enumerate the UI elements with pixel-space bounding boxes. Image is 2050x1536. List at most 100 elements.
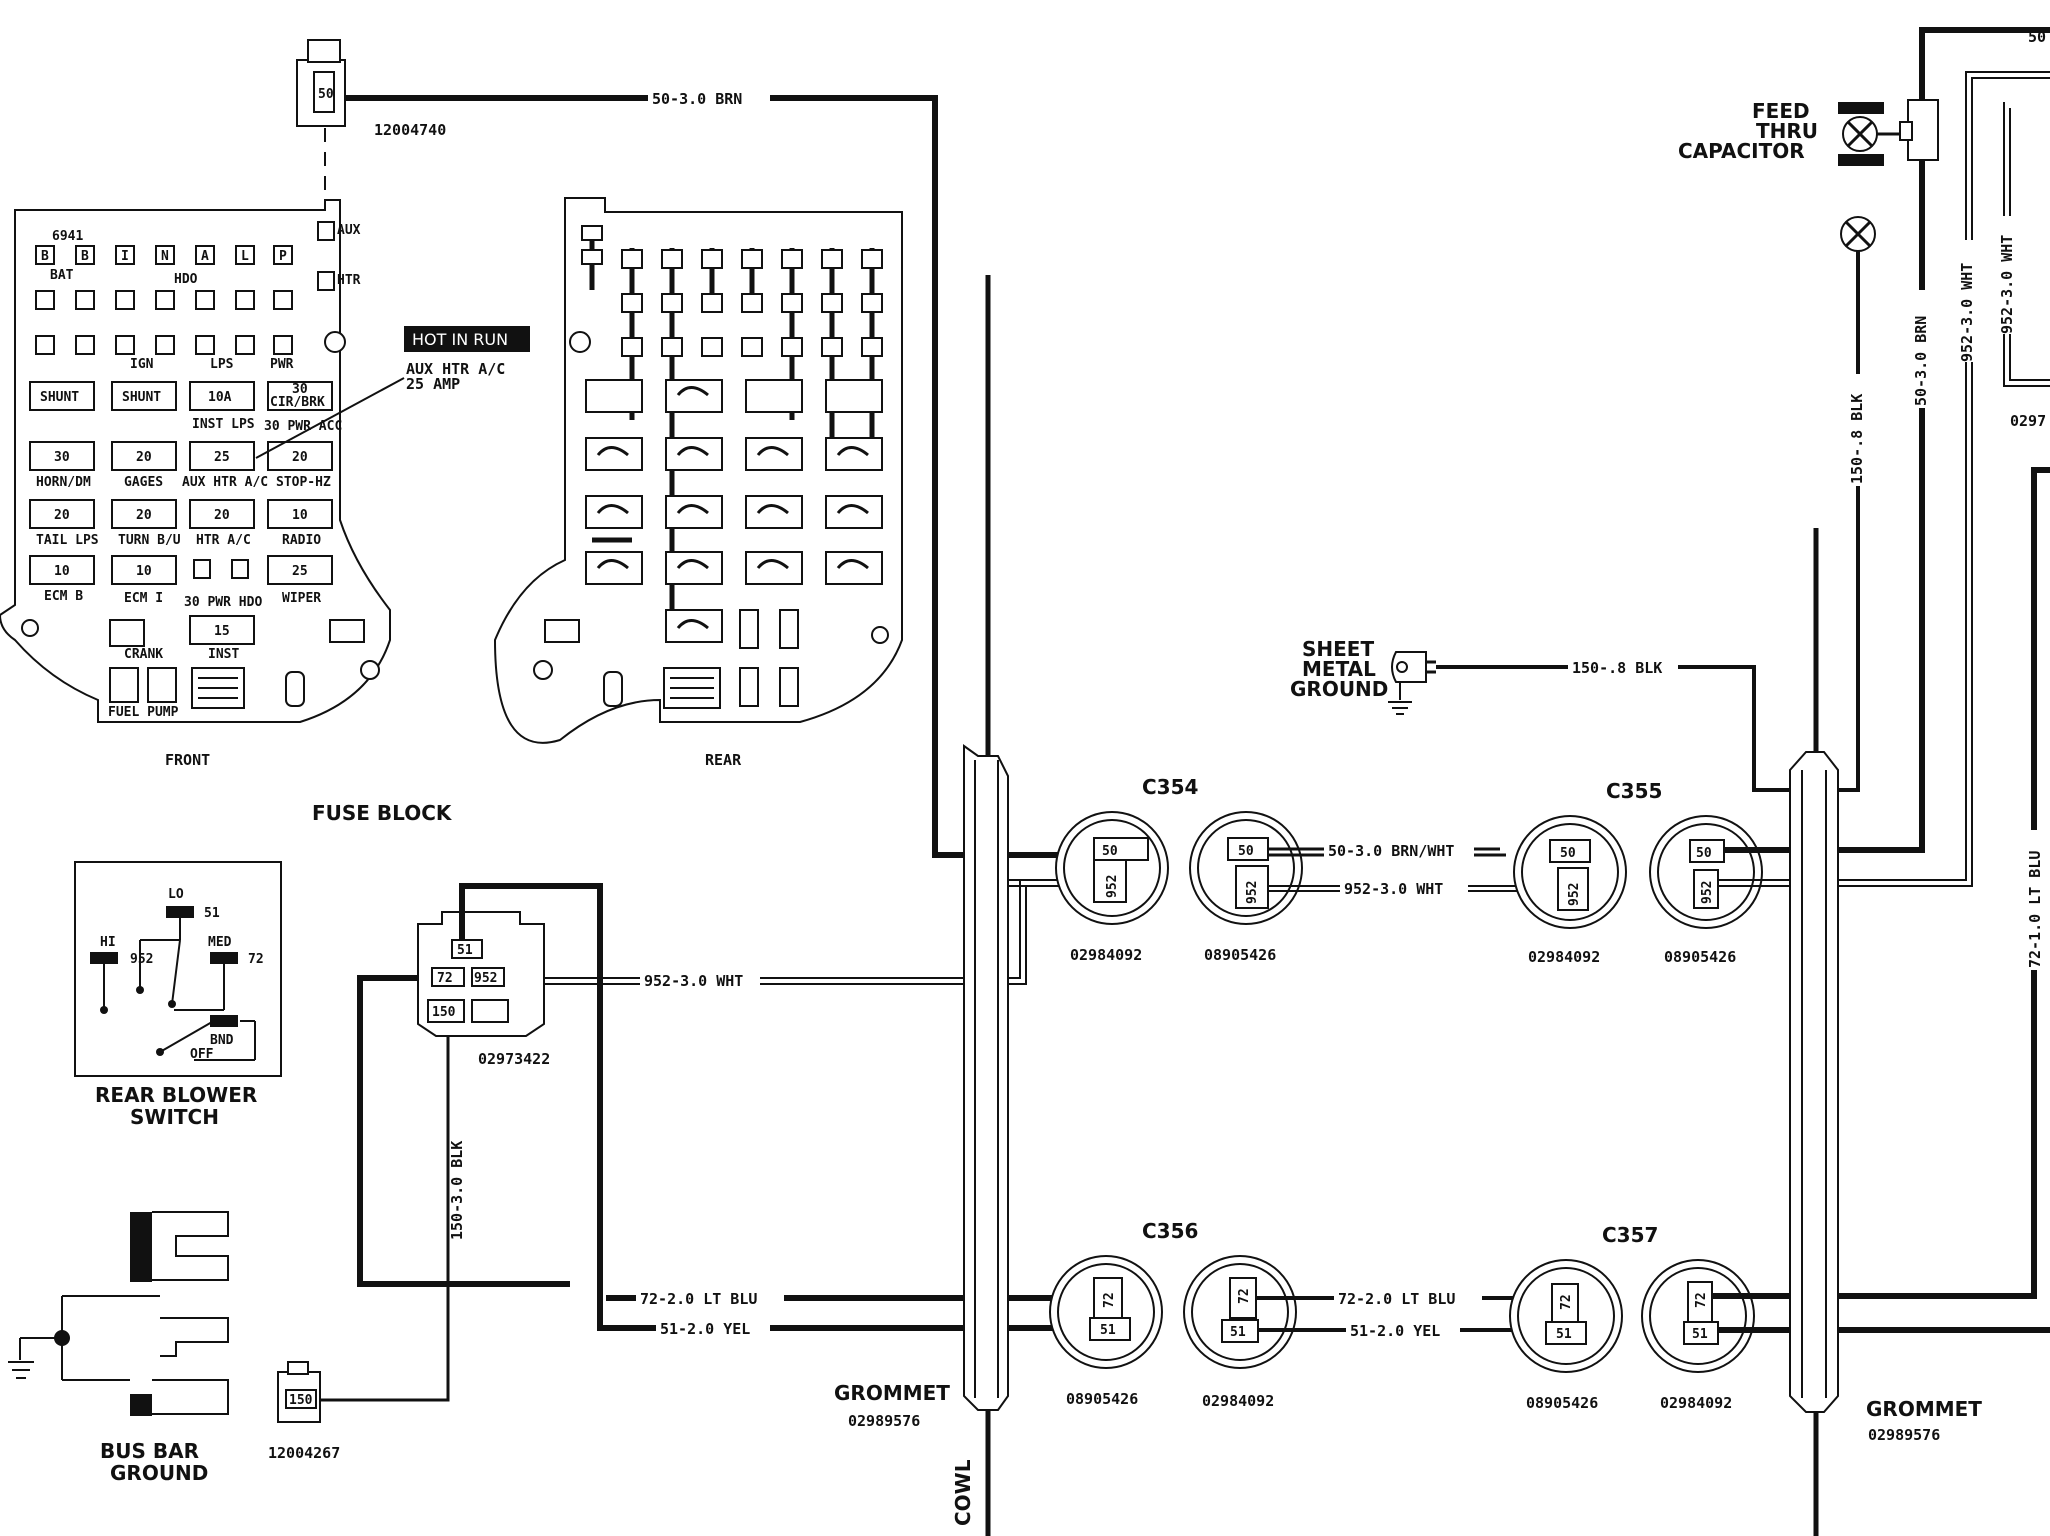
wire-label-50-brnwht: 50-3.0 BRN/WHT xyxy=(1328,842,1454,860)
conn-12004267-pin: 150 xyxy=(289,1393,313,1408)
c354-part-left: 02984092 xyxy=(1070,946,1142,964)
connector-12004267: 150 xyxy=(277,1361,321,1423)
fuse-stop-label: STOP-HZ xyxy=(276,475,331,490)
c354l-pin-50: 50 xyxy=(1102,844,1118,859)
part-number-12004267: 12004267 xyxy=(268,1444,340,1462)
grommet-left-part: 02989576 xyxy=(848,1412,920,1430)
connector-label-c356: C356 xyxy=(1142,1219,1198,1243)
fuse-r1-4: N xyxy=(161,249,169,264)
fuse-pwr-label: PWR xyxy=(270,357,294,372)
fuse-block-number: 6941 xyxy=(52,229,83,244)
pin-50-label: 50 xyxy=(318,87,334,102)
bus-bar-title-2: GROUND xyxy=(110,1461,208,1485)
c355r-pin-50: 50 xyxy=(1696,846,1712,861)
wire-label-952-wht-mid: 952-3.0 WHT xyxy=(1344,880,1443,898)
conn-pin-952: 952 xyxy=(474,971,497,986)
connector-c354-right: 50 952 xyxy=(1189,811,1303,925)
fuse-r1-6: L xyxy=(241,249,249,264)
fuse-bat-label: BAT xyxy=(50,268,74,283)
c357r-pin-51: 51 xyxy=(1692,1327,1708,1342)
fuse-block-rear-label: REAR xyxy=(705,751,742,769)
switch-952-label: 952 xyxy=(130,952,153,967)
grommet-right-label: GROMMET xyxy=(1866,1397,1982,1421)
c354r-pin-952: 952 xyxy=(1245,881,1260,904)
grommet-left-label: GROMMET xyxy=(834,1381,950,1405)
connector-c355-left: 50 952 xyxy=(1513,815,1627,929)
wire-label-952-wht-left: 952-3.0 WHT xyxy=(644,972,743,990)
fuse-ecm-b-value: 10 xyxy=(54,564,70,579)
fuse-fuel-label: FUEL PUMP xyxy=(108,705,179,720)
grommet-right-part: 02989576 xyxy=(1868,1426,1940,1444)
connector-label-c357: C357 xyxy=(1602,1223,1658,1247)
fuse-tail-value: 20 xyxy=(54,508,70,523)
part-number-0297: 0297 xyxy=(2010,412,2046,430)
fuse-ecm-b-label: ECM B xyxy=(44,589,83,604)
connector-c354-left: 50 952 xyxy=(1055,811,1169,925)
wire-50-brn-right xyxy=(1838,27,2050,853)
wire-50-brn-top xyxy=(345,95,975,858)
connector-label-c355: C355 xyxy=(1606,779,1662,803)
connector-c355-right: 50 952 xyxy=(1649,815,1763,929)
fuse-pwr-hdo-label: 30 PWR HDO xyxy=(184,595,262,610)
c357l-pin-51: 51 xyxy=(1556,1327,1572,1342)
wire-label-51-yel-left: 51-2.0 YEL xyxy=(660,1320,750,1338)
connector-12004740: 50 12004740 xyxy=(296,39,446,139)
wire-label-952-wht-v2: 952-3.0 WHT xyxy=(1998,235,2016,334)
fuse-r1-7: P xyxy=(279,249,287,264)
connector-c356-right: 72 51 xyxy=(1183,1255,1297,1369)
wire-label-150-blk-h: 150-.8 BLK xyxy=(1572,659,1662,677)
conn-pin-72: 72 xyxy=(437,971,453,986)
fuse-horn-label: HORN/DM xyxy=(36,475,91,490)
fuse-row-3: IGN LPS PWR xyxy=(35,335,294,372)
fuse-wiper-label: WIPER xyxy=(282,591,321,606)
wire-label-72-ltblu-mid: 72-2.0 LT BLU xyxy=(1338,1290,1455,1308)
c356r-pin-51: 51 xyxy=(1230,1325,1246,1340)
fuse-wiper-value: 25 xyxy=(292,564,308,579)
c355l-pin-50: 50 xyxy=(1560,846,1576,861)
fuse-r1-2: B xyxy=(81,249,89,264)
c357-part-left: 08905426 xyxy=(1526,1394,1598,1412)
fuse-htr-label: HTR xyxy=(337,273,361,288)
connector-c356-left: 72 51 xyxy=(1049,1255,1163,1369)
connector-label-c354: C354 xyxy=(1142,775,1198,799)
c356-part-left: 08905426 xyxy=(1066,1390,1138,1408)
fuse-aux-label: AUX xyxy=(337,223,361,238)
wire-72-to-grommet-left xyxy=(357,975,570,1287)
fuse-inst-lps: INST LPS xyxy=(192,417,255,432)
bus-bar-ground xyxy=(8,1211,229,1416)
fuse-block-front: 6941 B B I N A L P BAT HDO IGN LPS xyxy=(0,199,391,723)
conn-pin-150: 150 xyxy=(432,1005,456,1020)
cowl-label: COWL xyxy=(951,1459,975,1526)
fuse-turn-label: TURN B/U xyxy=(118,533,181,548)
fuse-hdo-label: HDO xyxy=(174,272,198,287)
fuse-shunt-2: SHUNT xyxy=(122,390,161,405)
hot-in-run-text: HOT IN RUN xyxy=(412,330,508,349)
fuse-block-rear xyxy=(493,197,903,744)
switch-med-label: MED xyxy=(208,935,232,950)
bus-bar-title-1: BUS BAR xyxy=(100,1439,199,1463)
fuse-aux-htr-label: AUX HTR A/C xyxy=(182,475,268,490)
fuse-inst-value: 15 xyxy=(214,624,230,639)
fuse-radio-label: RADIO xyxy=(282,533,321,548)
c354r-pin-50: 50 xyxy=(1238,844,1254,859)
fuse-stop-value: 20 xyxy=(292,450,308,465)
c355-part-left: 02984092 xyxy=(1528,948,1600,966)
fuse-turn-value: 20 xyxy=(136,508,152,523)
switch-off-label: OFF xyxy=(190,1047,214,1062)
hot-in-run-badge xyxy=(404,326,530,352)
fuse-tail-label: TAIL LPS xyxy=(36,533,99,548)
lamp-indicator xyxy=(1840,216,1876,252)
rear-blower-title-2: SWITCH xyxy=(130,1105,219,1129)
switch-lo-label: LO xyxy=(168,887,184,902)
fuse-radio-value: 10 xyxy=(292,508,308,523)
fuse-gages-label: GAGES xyxy=(124,475,163,490)
aux-htr-callout-2: 25 AMP xyxy=(406,375,460,393)
fuse-htr-ac-label: HTR A/C xyxy=(196,533,251,548)
feed-thru-label-2: THRU xyxy=(1756,119,1818,143)
grommet-left xyxy=(963,275,1009,1536)
fuse-ecm-i-value: 10 xyxy=(136,564,152,579)
rear-blower-title-1: REAR BLOWER xyxy=(95,1083,257,1107)
fuse-row-1: B B I N A L P BAT HDO xyxy=(35,245,293,287)
c357-part-right: 02984092 xyxy=(1660,1394,1732,1412)
part-number-02973422: 02973422 xyxy=(478,1050,550,1068)
